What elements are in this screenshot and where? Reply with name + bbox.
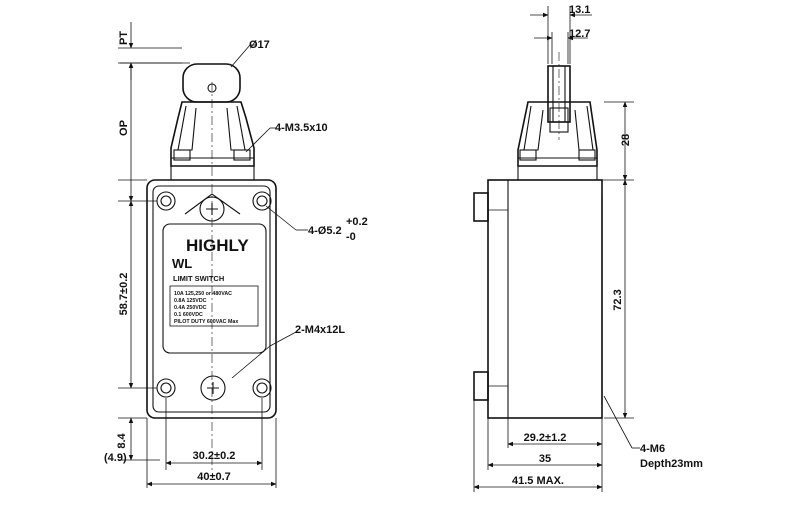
- mount-spacing-label: 29.2±1.2: [524, 432, 567, 444]
- tol-minus-label: -0: [346, 231, 356, 243]
- side-view: 13.1 12.7 28 72.3 29.2±1.2 35 41.5 MAX.: [473, 4, 703, 492]
- base-offset-alt-label: (4.9): [104, 452, 127, 464]
- mount-holes-label: 4-Ø5.2: [308, 225, 342, 237]
- head-height-label: 28: [620, 134, 632, 146]
- side-body: [473, 179, 603, 419]
- thread-depth-label: Depth23mm: [640, 458, 703, 470]
- top-screws-label: 4-M3.5x10: [275, 122, 328, 134]
- brand-text: HIGHLY: [186, 236, 249, 255]
- front-bottom-dimensions: 30.2±0.2 40±0.7: [146, 398, 277, 488]
- roller-dia-label: Ø17: [249, 39, 270, 51]
- side-bottom-dimensions: 29.2±1.2 35 41.5 MAX.: [473, 400, 603, 492]
- model-text: WL: [172, 256, 192, 271]
- rating-5: PILOT DUTY 600VAC Max: [174, 319, 238, 325]
- side-thread-callout: 4-M6 Depth23mm: [603, 395, 703, 470]
- body-height-label: 72.3: [612, 289, 624, 310]
- thread-label: 4-M6: [640, 443, 665, 455]
- base-offset-label: 8.4: [116, 432, 128, 448]
- front-callouts: Ø17 4-M3.5x10 4-Ø5.2 +0.2 -0 2-M4x12L: [230, 39, 368, 379]
- rating-4: 0.1 600VDC: [174, 312, 203, 318]
- plunger-head: [170, 101, 255, 180]
- type-text: LIMIT SWITCH: [173, 274, 224, 283]
- body-depth-label: 35: [539, 453, 551, 465]
- hole-spacing-label: 30.2±0.2: [193, 450, 236, 462]
- rating-2: 0.8A 125VDC: [174, 298, 207, 304]
- side-top-dimensions: 13.1 12.7: [530, 4, 592, 64]
- max-depth-label: 41.5 MAX.: [512, 475, 564, 487]
- side-right-dimensions: 28 72.3: [600, 101, 634, 419]
- tol-plus-label: +0.2: [346, 216, 368, 228]
- width-label: 40±0.7: [197, 471, 231, 483]
- front-view: HIGHLY WL LIMIT SWITCH 10A 125,250 or 48…: [104, 22, 368, 488]
- height-label: 58.7±0.2: [118, 273, 130, 316]
- side-head: [517, 101, 598, 180]
- pt-label: PT: [118, 31, 130, 45]
- bottom-screws-label: 2-M4x12L: [295, 324, 345, 336]
- rating-1: 10A 125,250 or 480VAC: [174, 291, 232, 297]
- roller: [120, 62, 241, 103]
- rating-3: 0.4A 250VDC: [174, 305, 207, 311]
- housing: [146, 179, 277, 419]
- nameplate: HIGHLY WL LIMIT SWITCH 10A 125,250 or 48…: [162, 223, 267, 354]
- top-width-outer-label: 13.1: [569, 4, 590, 16]
- top-width-inner-label: 12.7: [569, 28, 590, 40]
- op-label: OP: [118, 120, 130, 136]
- front-left-dimensions: PT OP 58.7±0.2 8.4 (4.9): [104, 22, 182, 464]
